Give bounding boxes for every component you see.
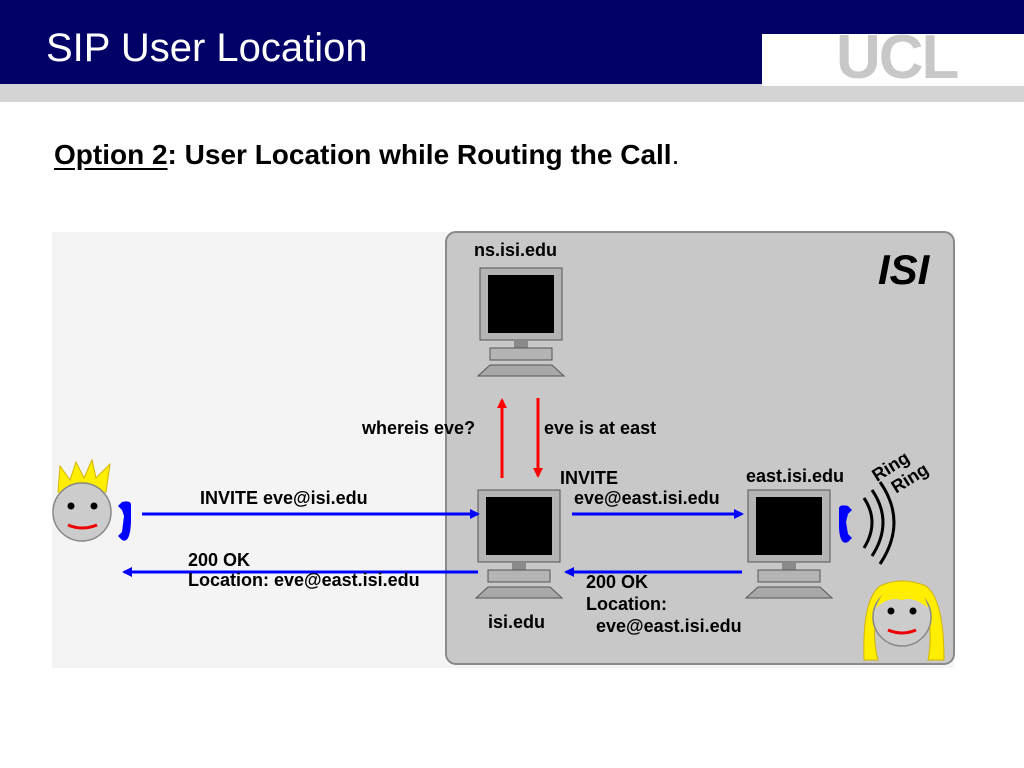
slide-title: SIP User Location: [46, 26, 368, 70]
logo-panel: [762, 34, 1024, 86]
slide-subtitle: Option 2: User Location while Routing th…: [54, 138, 679, 172]
option-label: Option 2: [54, 139, 168, 170]
ns-host-label: ns.isi.edu: [474, 240, 557, 260]
ucl-portico-icon: [812, 36, 834, 62]
proxy-host-label: isi.edu: [488, 612, 545, 632]
east-computer-icon: [745, 489, 833, 599]
east-host-label: east.isi.edu: [746, 466, 844, 486]
ok-back-line3: eve@east.isi.edu: [596, 616, 742, 636]
callee-phone-icon: [839, 505, 852, 543]
ucl-logo: UCL: [836, 23, 959, 92]
ok-back-line1: 200 OK: [586, 572, 648, 592]
invite-forward-line1: INVITE: [560, 468, 618, 488]
subtitle-text: : User Location while Routing the Call: [167, 139, 672, 170]
whereis-label: whereis eve?: [361, 418, 475, 438]
ok-out-line2: Location: eve@east.isi.edu: [188, 570, 420, 590]
invite-forward-line2: eve@east.isi.edu: [574, 488, 720, 508]
proxy-computer-icon: [475, 489, 563, 599]
header-stripe: [0, 84, 1024, 102]
invite-in-label: INVITE eve@isi.edu: [200, 488, 368, 508]
callee-avatar-icon: [863, 580, 945, 661]
ok-out-line1: 200 OK: [188, 550, 250, 570]
ok-back-line2: Location:: [586, 594, 667, 614]
caller-phone-icon: [118, 501, 131, 541]
isi-domain-label: ISI: [878, 246, 931, 293]
caller-avatar-icon: [52, 458, 112, 542]
ring-waves-icon: [862, 481, 896, 565]
ns-computer-icon: [477, 267, 565, 377]
subtitle-period: .: [671, 139, 680, 170]
answer-label: eve is at east: [544, 418, 656, 438]
